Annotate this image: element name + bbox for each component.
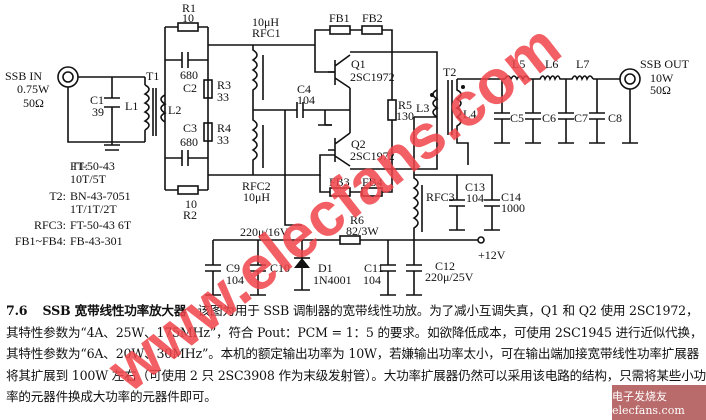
r3-label: R3 [217, 78, 231, 92]
l1-label: L1 [125, 99, 138, 113]
r2-value: 10 [185, 197, 197, 211]
c4-value: 104 [297, 93, 315, 107]
fb2-label: FB2 [362, 11, 383, 25]
r4-value: 33 [217, 133, 229, 147]
rfc3-label: RFC3 [426, 190, 455, 204]
ssb-out-connector [619, 68, 641, 90]
c12-label: C12 [435, 259, 455, 273]
r3-value: 33 [217, 90, 229, 104]
out-imp-label: 50Ω [650, 83, 671, 97]
t2-label: T2 [443, 65, 456, 79]
r5-value: 130 [396, 109, 414, 123]
c2-value: 680 [180, 68, 198, 82]
l2-coil [160, 94, 167, 123]
c10-label: C10 [270, 261, 290, 275]
caption-number: 7.6 [6, 303, 28, 318]
c1-value: 39 [92, 105, 104, 119]
legend-value: FT-50-43 6T [70, 218, 132, 232]
rfc1-value: 10μH [252, 15, 279, 29]
caption-title: SSB 宽带线性功率放大器 [42, 303, 187, 318]
q1-label: Q1 [351, 57, 366, 71]
ssb-in-connector [57, 66, 79, 88]
r1-value: 10 [182, 11, 194, 25]
l4-label: L4 [463, 107, 476, 121]
c14-value: 1000 [501, 201, 525, 215]
ssb-out-label: SSB OUT [640, 57, 690, 71]
l6-label: L6 [545, 57, 558, 71]
c12-value: 220μ/25V [425, 270, 474, 284]
c11-label: C11 [364, 261, 384, 275]
r1-label: R1 [182, 1, 196, 15]
fb1-label: FB1 [329, 11, 350, 25]
legend-value: BN-43-7051 [70, 189, 131, 203]
l1-coil [143, 84, 150, 131]
legend-key: T2: [49, 189, 66, 203]
d1-value: 1N4001 [313, 273, 352, 287]
l2-label: L2 [168, 103, 181, 117]
q2-value: 2SC1972 [350, 149, 395, 163]
c7-label: C7 [574, 111, 588, 125]
circuit-schematic: SSB IN 0.75W 50Ω C1 39 L1 L2 T1 R1 10 68… [5, 1, 690, 296]
rfc2-label: RFC2 [242, 179, 271, 193]
fb3-label: FB3 [329, 175, 350, 189]
c5-label: C5 [510, 111, 524, 125]
site-badge: 电子发烧友 elecfans.com [612, 385, 706, 420]
legend-key: T1: [71, 159, 88, 173]
c2-label: C2 [183, 81, 197, 95]
r2-label: R2 [183, 208, 197, 222]
c3-label: C3 [183, 121, 197, 135]
c11-value: 104 [363, 273, 381, 287]
figure-caption: 7.6 SSB 宽带线性功率放大器 该图为用于 SSB 调制器的宽带线性功放。为… [6, 300, 706, 408]
legend-key: FB1~FB4: [15, 234, 66, 248]
r4-label: R4 [217, 121, 231, 135]
legend-key: RFC3: [34, 218, 66, 232]
c6-label: C6 [542, 111, 556, 125]
c13-value: 104 [466, 191, 484, 205]
l7-label: L7 [576, 57, 589, 71]
rfc1-label: RFC1 [252, 26, 281, 40]
c13-label: C13 [465, 180, 485, 194]
component-legend: T1: FT-50-43 10T/5T T2: BN-43-7051 1T/1T… [15, 159, 132, 248]
legend-value: FT-50-43 [70, 159, 115, 173]
r6-value: 82/3W [346, 224, 379, 238]
vcc-label: +12V [478, 248, 506, 262]
c14-label: C14 [501, 190, 521, 204]
l5-label: L5 [512, 57, 525, 71]
c10-value: 220μ/16V [240, 225, 289, 239]
rfc2-value: 10μH [243, 190, 270, 204]
t1-core [152, 88, 157, 136]
c8-label: C8 [608, 111, 622, 125]
in-power-label: 0.75W [17, 82, 50, 96]
legend-value: 1T/1T/2T [70, 202, 117, 216]
ssb-in-label: SSB IN [5, 69, 42, 83]
l3-label: L3 [416, 101, 429, 115]
r5-label: R5 [398, 98, 412, 112]
legend-value: 10T/5T [70, 172, 107, 186]
out-power-label: 10W [650, 71, 674, 85]
q1-value: 2SC1972 [350, 70, 395, 84]
c4-label: C4 [297, 82, 311, 96]
t1-label: T1 [146, 69, 159, 83]
fb4-label: FB4 [362, 175, 383, 189]
r6-label: R6 [350, 213, 364, 227]
c1-label: C1 [90, 93, 104, 107]
d1-label: D1 [318, 261, 333, 275]
c3-value: 680 [180, 135, 198, 149]
c9-label: C9 [226, 261, 240, 275]
caption-body: 该图为用于 SSB 调制器的宽带线性功放。为了减小互调失真，Q1 和 Q2 使用… [6, 303, 706, 404]
legend-value: FB-43-301 [70, 234, 123, 248]
in-imp-label: 50Ω [23, 96, 44, 110]
c9-value: 104 [226, 273, 244, 287]
q2-label: Q2 [351, 137, 366, 151]
